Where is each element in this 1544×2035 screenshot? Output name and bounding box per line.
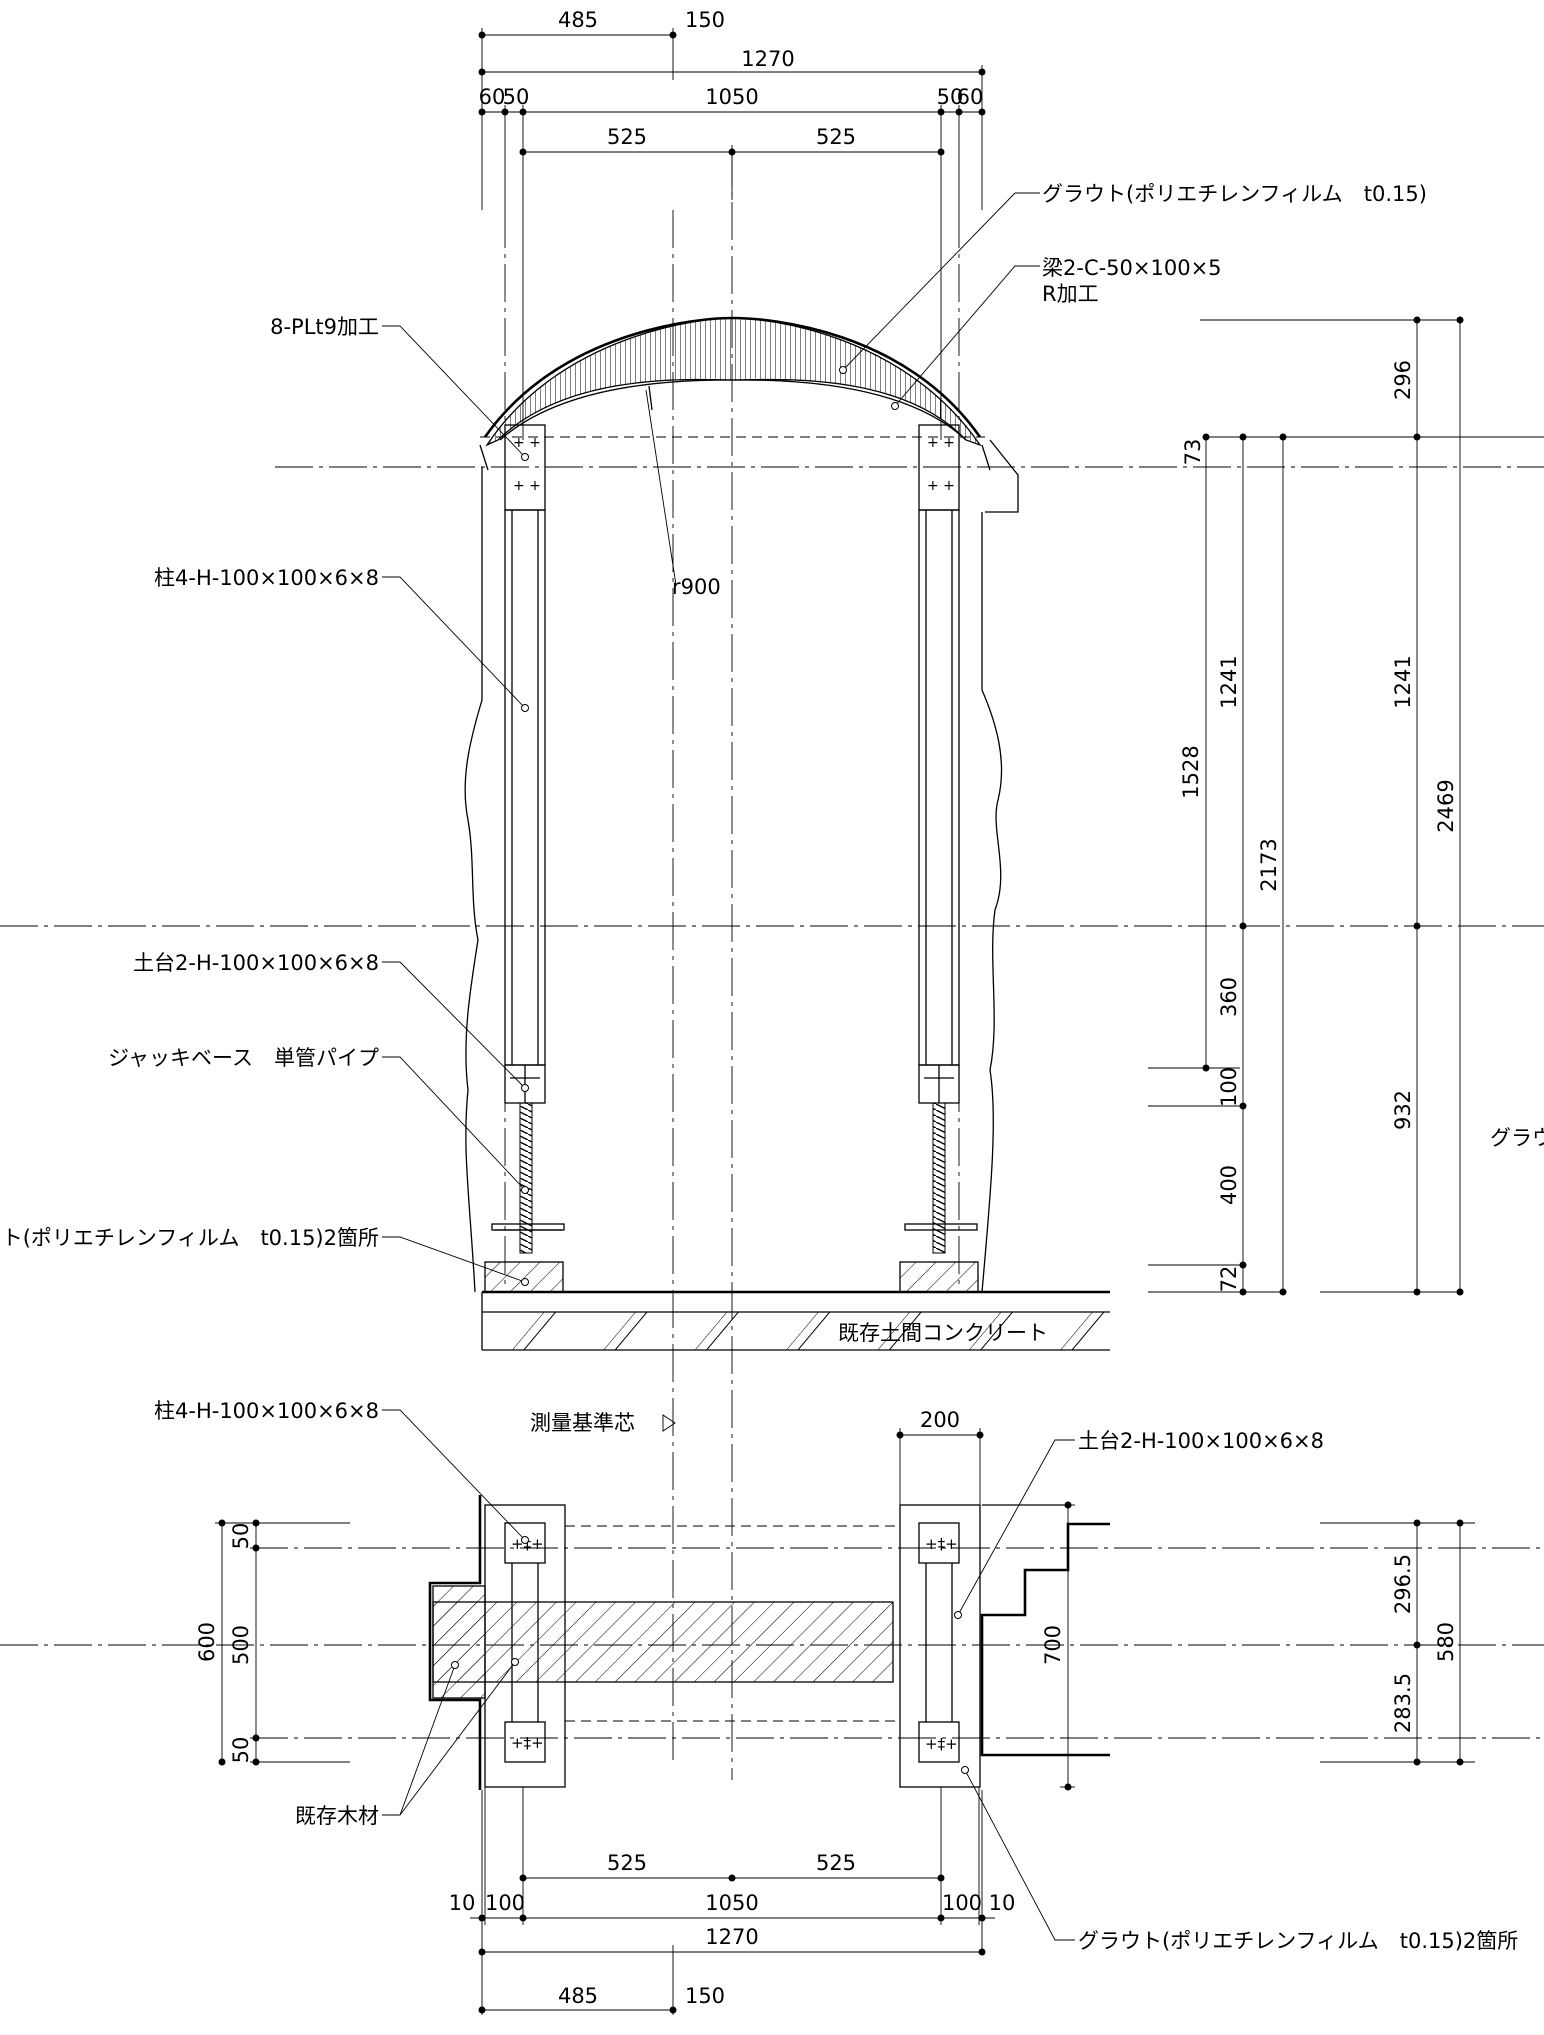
dim-plan-500: 500 xyxy=(229,1625,253,1665)
jack-base-left xyxy=(484,1102,565,1293)
dim-plan-50-top: 50 xyxy=(229,1523,253,1550)
dim-plan-1270: 1270 xyxy=(705,1925,758,1949)
plan-dims-bottom: 525 525 10 100 1050 100 10 1270 485 150 xyxy=(449,1787,1016,2015)
plan-label-sill: 土台2-H-100×100×6×8 xyxy=(1078,1429,1324,1453)
dim-150-top: 150 xyxy=(685,8,725,32)
h-column-bottom-left: +‡+ xyxy=(504,1721,546,1763)
svg-text:+ +: + + xyxy=(513,435,541,451)
label-grout-top: グラウト(ポリエチレンフィルム t0.15) xyxy=(1042,182,1427,206)
dim-plan-525-right: 525 xyxy=(816,1851,856,1875)
label-plate: 8-PLt9加工 xyxy=(270,315,379,339)
dim-plan-10-right: 10 xyxy=(989,1891,1016,1915)
break-line-right xyxy=(981,512,1003,1293)
h-column-bottom-right: +‡+ xyxy=(918,1721,960,1763)
top-dimension-chains: 485 150 1270 60 50 1050 50 60 525 525 xyxy=(478,8,986,440)
dim-525-left: 525 xyxy=(607,125,647,149)
label-jack: ジャッキベース 単管パイプ xyxy=(108,1046,379,1070)
dim-plan-525-left: 525 xyxy=(607,1851,647,1875)
dim-plan-1050: 1050 xyxy=(705,1891,758,1915)
dim-plan-296-5: 296.5 xyxy=(1391,1554,1415,1614)
jack-base-right xyxy=(899,1102,979,1293)
dim-400: 400 xyxy=(1217,1165,1241,1205)
dim-60-right: 60 xyxy=(957,85,984,109)
svg-text:+‡+: +‡+ xyxy=(511,1734,544,1752)
dim-73: 73 xyxy=(1181,439,1205,466)
plan-dims-left: 50 500 50 600 xyxy=(195,1519,350,1766)
dim-1528: 1528 xyxy=(1179,745,1203,798)
dim-plan-10-left: 10 xyxy=(449,1891,476,1915)
dim-72: 72 xyxy=(1217,1266,1241,1293)
label-beam: 梁2-C-50×100×5 xyxy=(1042,256,1222,280)
svg-text:+ +: + + xyxy=(927,435,955,451)
dim-100: 100 xyxy=(1217,1067,1241,1107)
survey-marker-icon xyxy=(662,1414,676,1432)
dim-1241-inner: 1241 xyxy=(1217,655,1241,708)
dim-50-left: 50 xyxy=(503,85,530,109)
dim-2173: 2173 xyxy=(1257,838,1281,891)
dim-plan-200: 200 xyxy=(920,1408,960,1432)
svg-text:+ +: + + xyxy=(927,478,955,494)
dim-1241-outer: 1241 xyxy=(1391,655,1415,708)
dim-525-right: 525 xyxy=(816,125,856,149)
dim-1270-top: 1270 xyxy=(741,47,794,71)
label-grout-base: ト(ポリエチレンフィルム t0.15)2箇所 xyxy=(2,1226,379,1250)
dim-50-right: 50 xyxy=(937,85,964,109)
dim-485-top: 485 xyxy=(558,8,598,32)
dim-plan-283-5: 283.5 xyxy=(1391,1673,1415,1733)
h-column-top-left: +‡+ xyxy=(504,1522,546,1564)
floor-label: 既存土間コンクリート xyxy=(838,1321,1048,1345)
label-beam-r: R加工 xyxy=(1042,282,1099,306)
plan-dims-right: 700 296.5 283.5 580 xyxy=(1041,1501,1475,1791)
dim-296: 296 xyxy=(1391,360,1415,400)
dim-plan-100-left: 100 xyxy=(485,1891,525,1915)
label-grout-right-cut: グラウ xyxy=(1490,1126,1544,1150)
plan-label-grout: グラウト(ポリエチレンフィルム t0.15)2箇所 xyxy=(1078,1929,1518,1953)
dim-plan-150: 150 xyxy=(685,1984,725,2008)
dim-60-left: 60 xyxy=(479,85,506,109)
elevation-leaders: グラウト(ポリエチレンフィルム t0.15) 梁2-C-50×100×5 R加工… xyxy=(2,182,1544,1286)
svg-text:+‡+: +‡+ xyxy=(925,1735,958,1753)
dim-plan-50-bottom: 50 xyxy=(229,1737,253,1764)
dim-plan-580: 580 xyxy=(1434,1622,1458,1662)
dim-plan-700: 700 xyxy=(1041,1625,1065,1665)
dim-932: 932 xyxy=(1391,1090,1415,1130)
dim-2469: 2469 xyxy=(1434,779,1458,832)
existing-floor-slab: 既存土間コンクリート xyxy=(481,1290,1110,1351)
column-right: + + + + xyxy=(918,424,960,1104)
dim-1050-top: 1050 xyxy=(705,85,758,109)
svg-text:+‡+: +‡+ xyxy=(925,1535,958,1553)
plan-label-survey: 測量基準芯 xyxy=(530,1411,635,1435)
dim-360: 360 xyxy=(1217,977,1241,1017)
right-dimension-chains: 296 73 1241 1528 2173 1241 2469 360 100 … xyxy=(1148,316,1544,1296)
arch-beam xyxy=(479,316,1019,513)
plan-view: +‡+ +‡+ +‡+ +‡+ 50 500 50 600 xyxy=(0,1399,1544,2015)
dim-plan-600: 600 xyxy=(195,1622,219,1662)
label-sill: 土台2-H-100×100×6×8 xyxy=(133,951,379,975)
plan-label-column: 柱4-H-100×100×6×8 xyxy=(154,1399,379,1423)
plan-leaders: 柱4-H-100×100×6×8 測量基準芯 土台2-H-100×100×6×8… xyxy=(154,1399,1518,1953)
dim-plan-485: 485 xyxy=(558,1984,598,2008)
column-left: + + + + xyxy=(504,424,546,1104)
svg-text:+‡+: +‡+ xyxy=(511,1535,544,1553)
plan-label-timber: 既存木材 xyxy=(295,1804,379,1828)
dim-plan-100-right: 100 xyxy=(942,1891,982,1915)
base-pad-right xyxy=(899,1504,981,1788)
h-column-top-right: +‡+ xyxy=(918,1522,960,1564)
elevation-view: 485 150 1270 60 50 1050 50 60 525 525 xyxy=(0,8,1544,1780)
break-line-left xyxy=(464,480,483,1293)
radius-label: r900 xyxy=(672,575,721,599)
svg-text:+ +: + + xyxy=(513,478,541,494)
label-column: 柱4-H-100×100×6×8 xyxy=(154,566,379,590)
existing-timber xyxy=(428,1495,894,1790)
